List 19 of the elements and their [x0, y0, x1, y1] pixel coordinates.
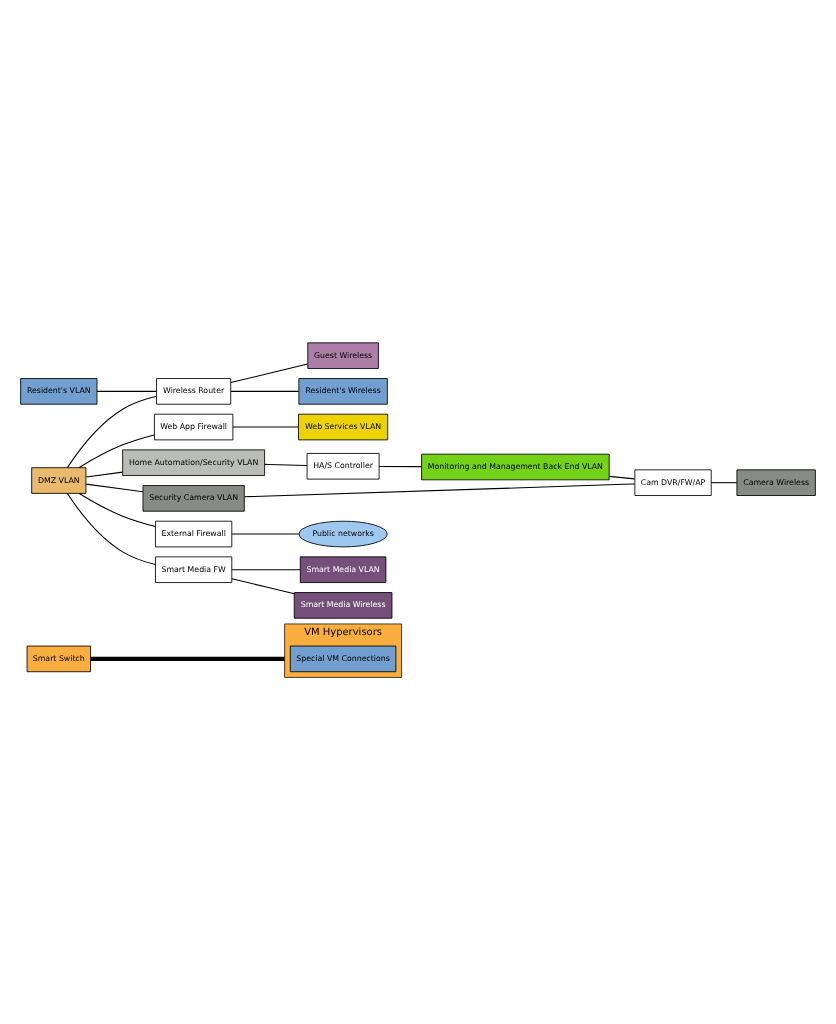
connector: [264, 462, 308, 465]
connector: [78, 492, 156, 526]
connector: [710, 481, 738, 483]
connector: [230, 362, 309, 383]
connector: [231, 532, 300, 534]
connector: [232, 425, 299, 427]
connector: [243, 482, 636, 497]
connector: [230, 389, 300, 391]
connector: [608, 474, 636, 479]
connector: [66, 491, 156, 565]
connector: [90, 655, 285, 661]
connector: [96, 389, 157, 391]
connector: [378, 464, 423, 467]
connector: [231, 577, 295, 594]
connector: [85, 470, 124, 477]
connector: [78, 433, 155, 468]
connector: [85, 482, 144, 492]
connector: [66, 394, 157, 468]
connector: [231, 568, 301, 570]
